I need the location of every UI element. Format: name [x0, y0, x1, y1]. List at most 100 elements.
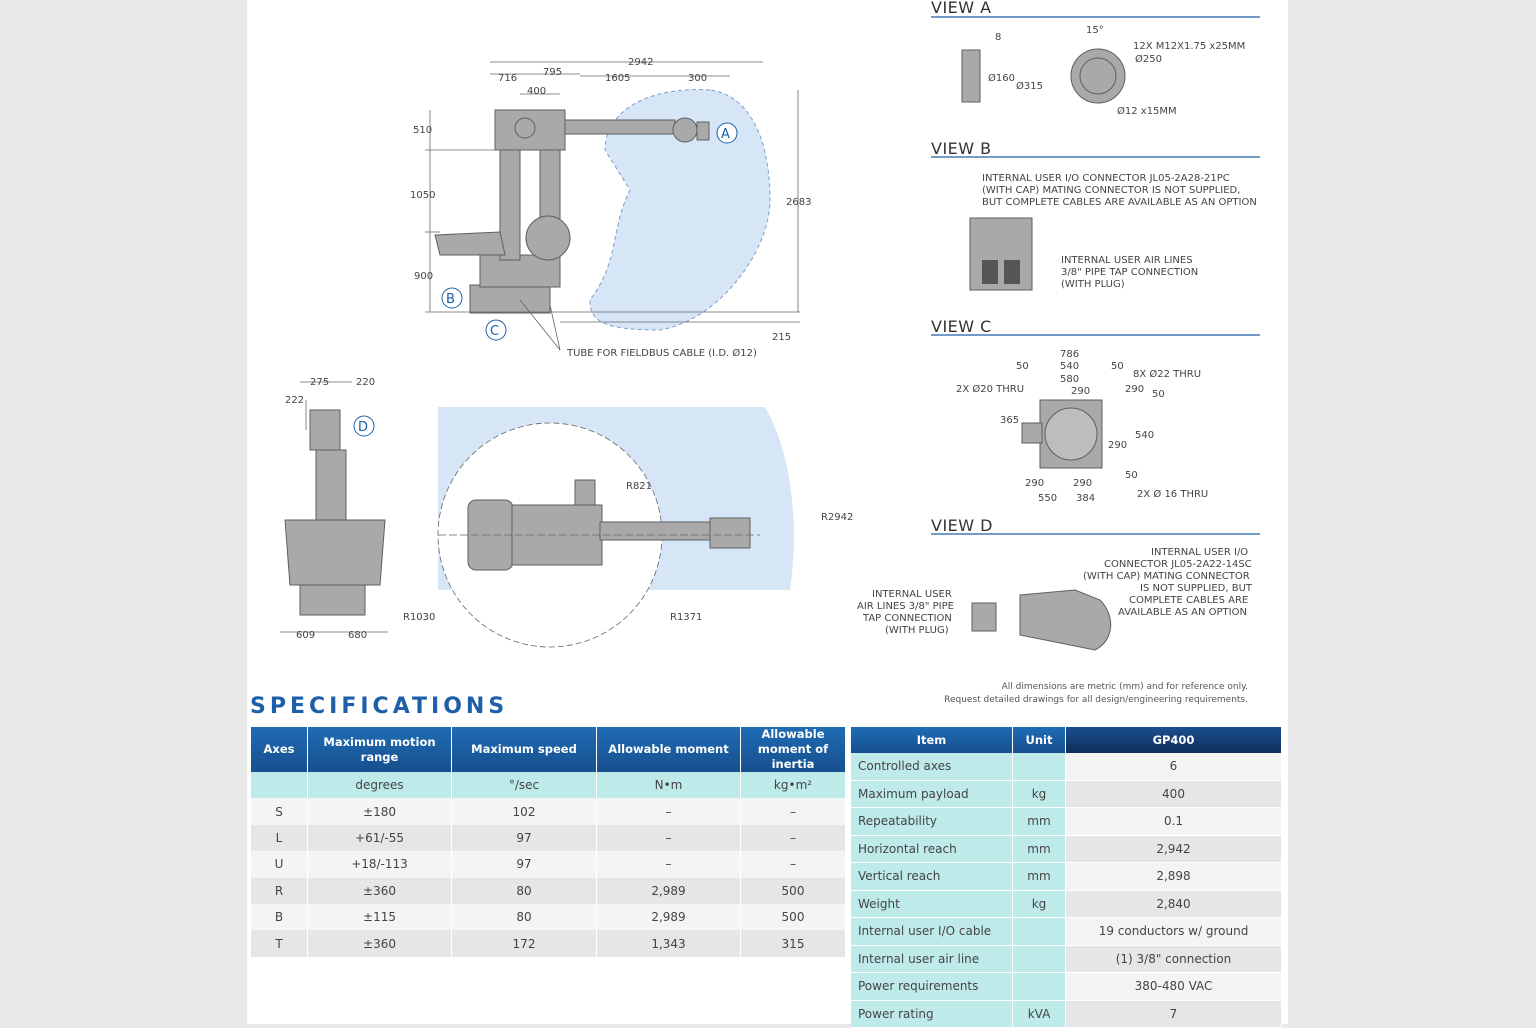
view-b-title: VIEW B: [931, 139, 992, 158]
dim-900: 900: [414, 271, 433, 282]
view-d-connector-note-4: IS NOT SUPPLIED, BUT: [1140, 583, 1253, 594]
view-b: VIEW B INTERNAL USER I/O CONNECTOR JL05-…: [931, 139, 1260, 291]
spec-item-cell: Maximum payload: [851, 780, 1013, 808]
dim-r821: R821: [626, 481, 652, 492]
table-cell: +18/-113: [307, 851, 452, 878]
spec-val-cell: (1) 3/8" connection: [1065, 945, 1282, 973]
dim-220: 220: [356, 377, 375, 388]
view-a-title: VIEW A: [931, 0, 992, 17]
view-a-bolts: 12X M12X1.75 x25MM: [1133, 41, 1245, 52]
table-cell: B: [251, 903, 308, 931]
robot-front: [284, 409, 386, 616]
view-c-thru22: 8X Ø22 THRU: [1133, 368, 1201, 380]
spec-unit-cell: [1012, 972, 1066, 1001]
spec-unit-cell: kVA: [1012, 1000, 1066, 1028]
view-d-air-note-4: (WITH PLUG): [885, 625, 949, 636]
motion-envelope: [589, 89, 771, 331]
view-c-384: 384: [1076, 493, 1095, 504]
th-allowable-moment: Allowable moment: [596, 727, 741, 772]
table-cell: 1,343: [596, 930, 741, 957]
specifications-heading: SPECIFICATIONS: [250, 694, 509, 719]
view-c: VIEW C 786 540 580 290 50 50 8X Ø22 THRU…: [931, 317, 1260, 504]
view-c-thru16: 2X Ø 16 THRU: [1137, 488, 1208, 500]
th-moment-inertia: Allowable moment of inertia: [740, 727, 846, 772]
spec-val-cell: 6: [1065, 753, 1282, 781]
view-b-air-note-2: 3/8" PIPE TAP CONNECTION: [1061, 267, 1198, 278]
dim-716: 716: [498, 73, 517, 84]
table-cell: 500: [740, 903, 846, 931]
view-d-connector-note-1: INTERNAL USER I/O: [1151, 547, 1248, 558]
top-view: R821 R2942 R1030 R1371: [403, 407, 853, 648]
callout-b: B: [441, 287, 463, 309]
spec-unit-cell: [1012, 917, 1066, 946]
spec-unit-cell: kg: [1012, 780, 1066, 808]
units-cell: °/sec: [451, 772, 597, 799]
dim-2942: 2942: [628, 57, 653, 68]
table-cell: L: [251, 824, 308, 852]
spec-item-cell: Repeatability: [851, 807, 1013, 836]
table-cell: 2,989: [596, 903, 741, 931]
disclaimer-line-1: All dimensions are metric (mm) and for r…: [1001, 682, 1248, 692]
th-motion-range: Maximum motion range: [307, 727, 452, 772]
view-c-550: 550: [1038, 493, 1057, 504]
spec-item-cell: Horizontal reach: [851, 835, 1013, 863]
table-cell: –: [596, 851, 741, 878]
table-cell: 315: [740, 930, 846, 957]
units-cell: degrees: [307, 772, 452, 799]
table-cell: 80: [451, 877, 597, 904]
disclaimer: All dimensions are metric (mm) and for r…: [900, 681, 1248, 706]
axes-table-header: Axes Maximum motion range Maximum speed …: [251, 727, 846, 772]
table-cell: 97: [451, 824, 597, 852]
tube-note: TUBE FOR FIELDBUS CABLE (I.D. Ø12): [566, 347, 757, 359]
th-axes: Axes: [251, 727, 308, 772]
view-d-air-note-2: AIR LINES 3/8" PIPE: [857, 601, 954, 612]
table-cell: 80: [451, 903, 597, 931]
table-cell: 2,989: [596, 877, 741, 904]
view-a: VIEW A 8 Ø160 Ø315 15° 12X M12X1.75 x25M…: [931, 0, 1260, 117]
table-cell: –: [596, 824, 741, 852]
view-c-50a: 50: [1016, 361, 1029, 372]
spec-unit-cell: [1012, 945, 1066, 973]
units-cell: N•m: [596, 772, 741, 799]
view-b-connector-note-1: INTERNAL USER I/O CONNECTOR JL05-2A28-21…: [982, 173, 1230, 184]
view-b-plate: [969, 217, 1033, 291]
spec-item-cell: Weight: [851, 890, 1013, 918]
view-c-580: 580: [1060, 374, 1079, 385]
view-c-290m: 290: [1108, 440, 1127, 451]
robot-side: [434, 109, 710, 314]
spec-unit-cell: mm: [1012, 807, 1066, 836]
view-d-connector-note-2: CONNECTOR JL05-2A22-14SC: [1104, 559, 1252, 570]
view-c-290bl: 290: [1025, 478, 1044, 489]
table-cell: 97: [451, 851, 597, 878]
view-c-540r: 540: [1135, 430, 1154, 441]
dim-300: 300: [688, 73, 707, 84]
view-c-thru20: 2X Ø20 THRU: [956, 383, 1024, 395]
dim-680: 680: [348, 630, 367, 641]
dim-795: 795: [543, 67, 562, 78]
view-c-290r: 290: [1125, 384, 1144, 395]
th-model: GP400: [1065, 727, 1282, 753]
table-cell: 500: [740, 877, 846, 904]
view-b-air-note-3: (WITH PLUG): [1061, 279, 1125, 290]
view-a-dim-15: 15°: [1086, 25, 1104, 36]
units-cell: [251, 772, 308, 799]
view-d-connector-note-5: COMPLETE CABLES ARE: [1129, 595, 1248, 606]
view-a-dim-8: 8: [995, 32, 1001, 43]
spec-unit-cell: mm: [1012, 862, 1066, 891]
spec-val-cell: 380-480 VAC: [1065, 972, 1282, 1001]
view-b-connector-note-3: BUT COMPLETE CABLES ARE AVAILABLE AS AN …: [982, 197, 1257, 208]
spec-item-cell: Power requirements: [851, 972, 1013, 1001]
table-cell: –: [596, 798, 741, 825]
spec-item-cell: Internal user air line: [851, 945, 1013, 973]
svg-text:C: C: [490, 324, 499, 339]
table-cell: 172: [451, 930, 597, 957]
view-d-connector-note-6: AVAILABLE AS AN OPTION: [1118, 607, 1247, 618]
svg-text:B: B: [446, 292, 455, 307]
